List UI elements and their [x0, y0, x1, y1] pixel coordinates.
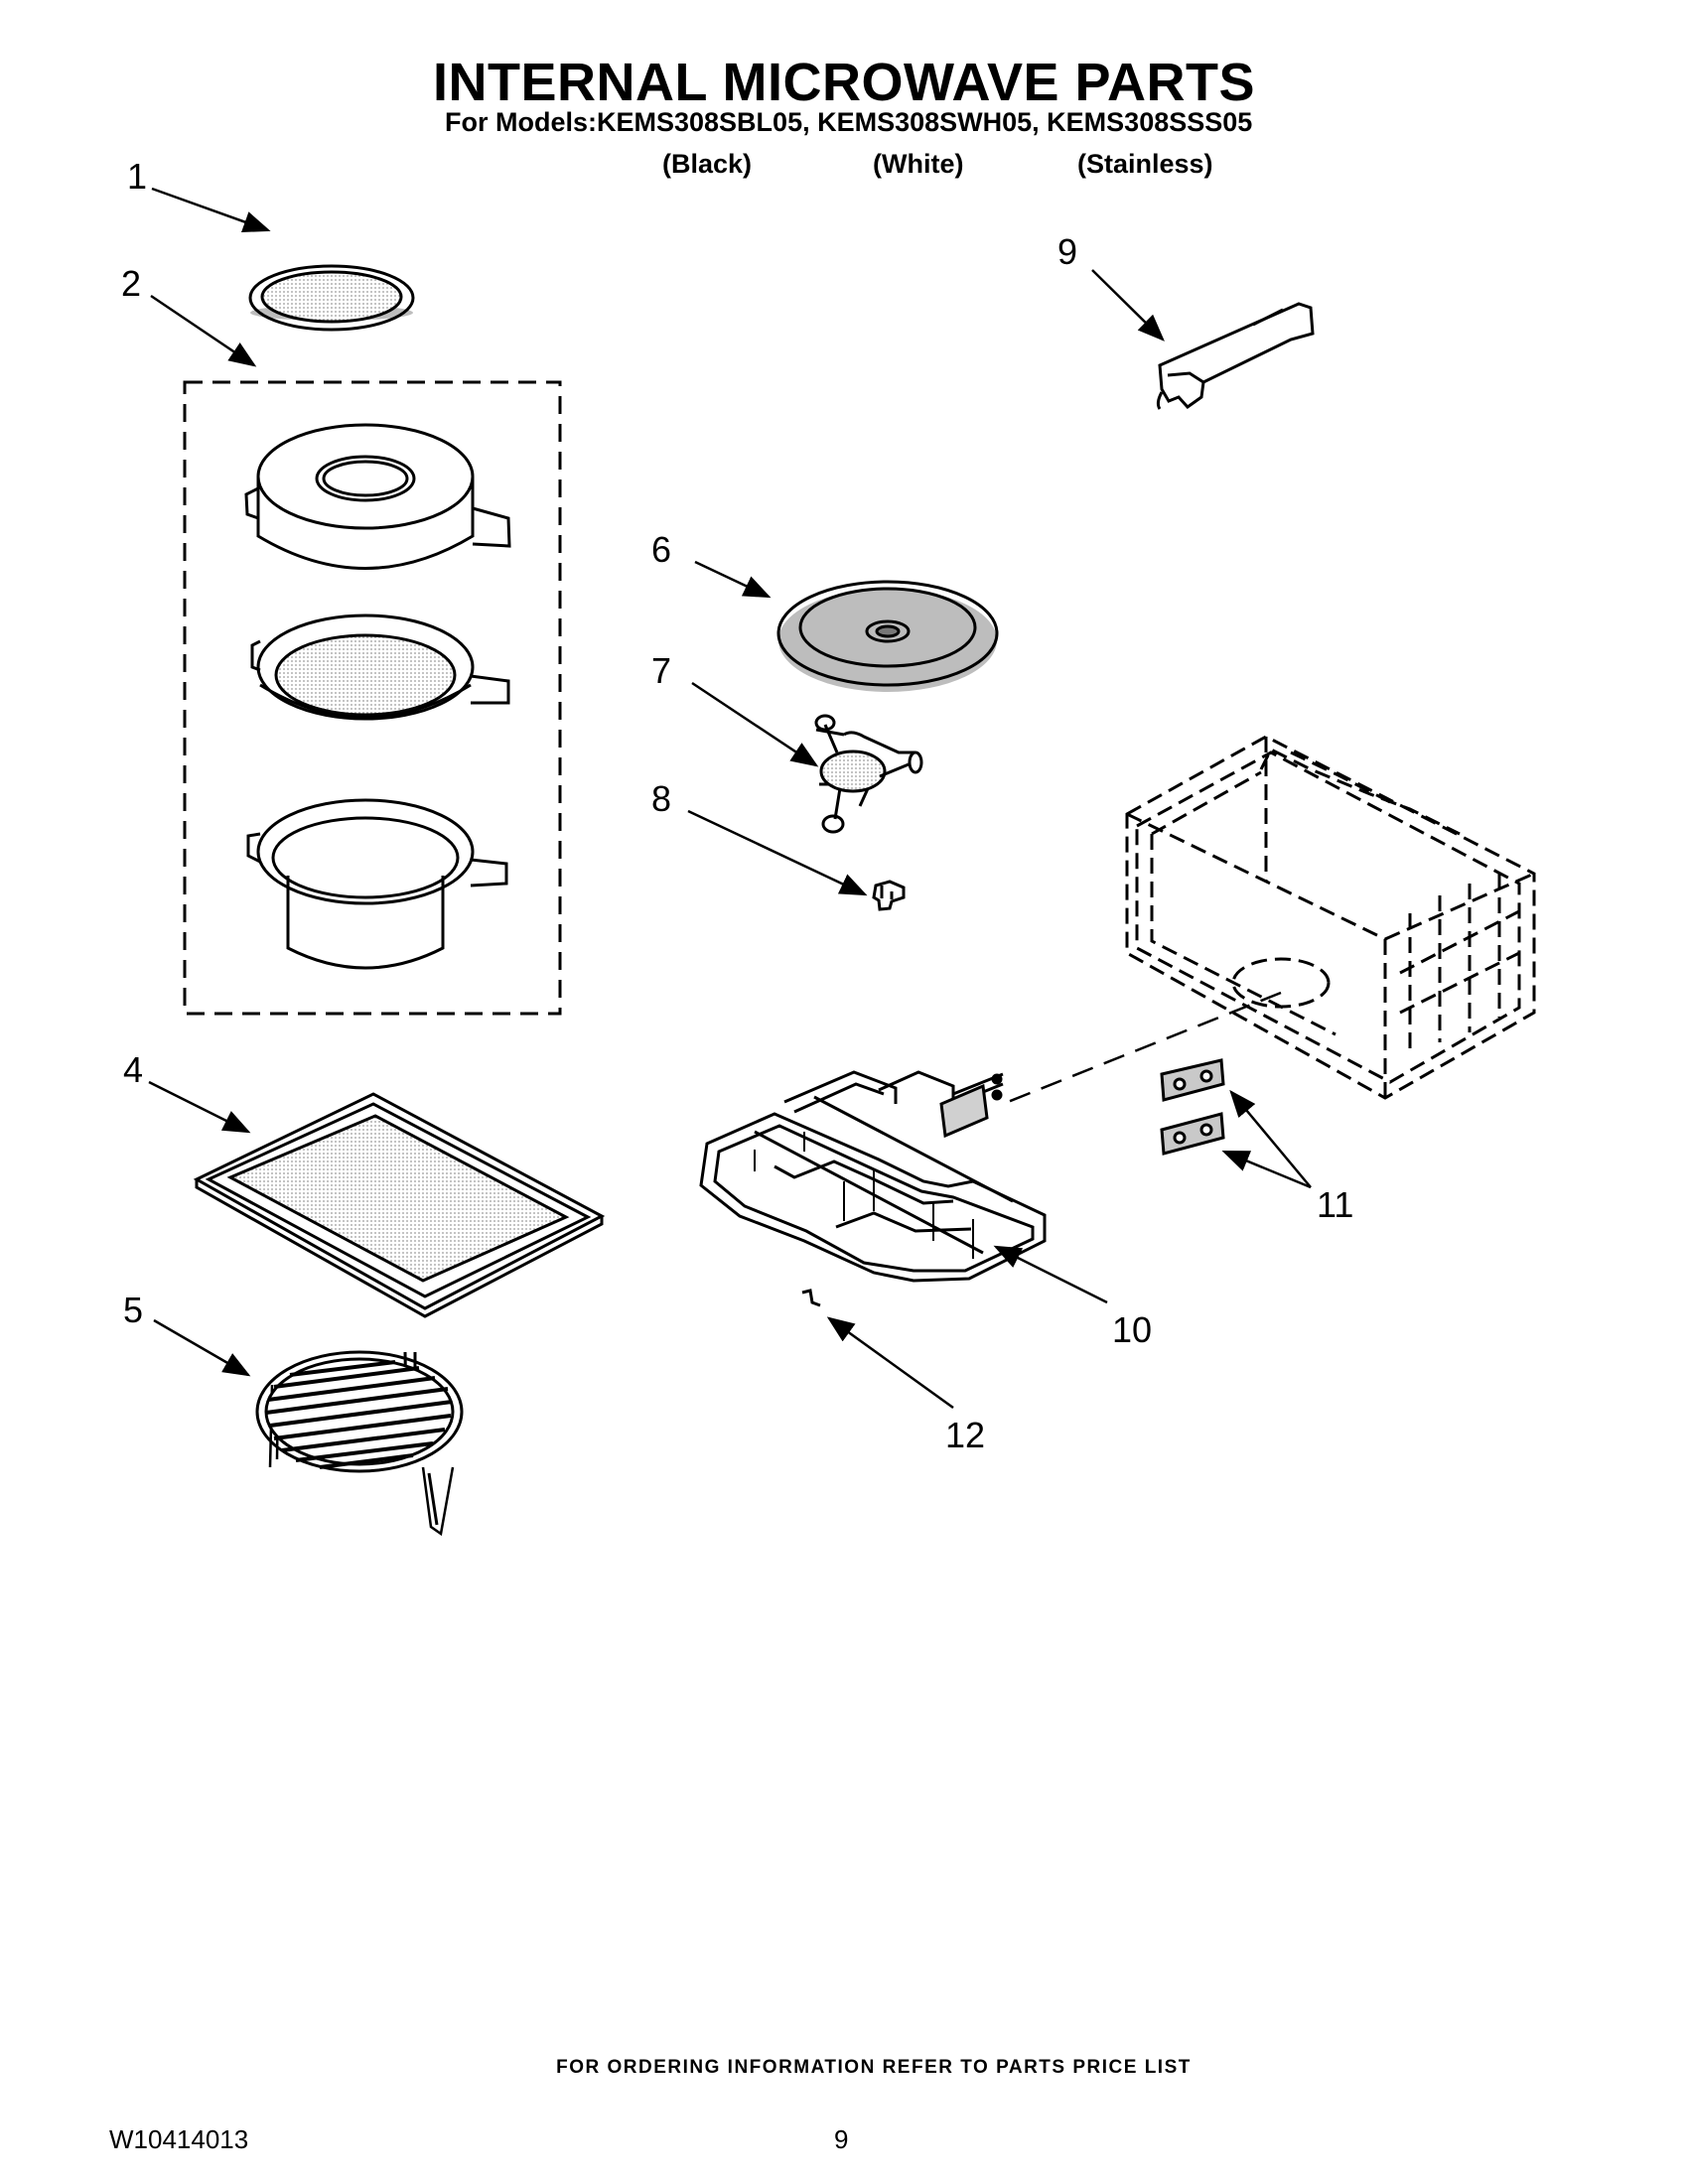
- callout-5: 5: [123, 1290, 143, 1330]
- part-steamer-lid: [248, 264, 415, 332]
- page-number: 9: [834, 2124, 849, 2154]
- model-numbers: For Models:KEMS308SBL05, KEMS308SWH05, K…: [445, 107, 1253, 137]
- leader-arrows: [148, 187, 1312, 1410]
- callout-2: 2: [121, 263, 141, 304]
- document-number: W10414013: [109, 2124, 249, 2154]
- variant-black: (Black): [662, 149, 753, 179]
- callout-1: 1: [127, 156, 147, 197]
- part-turntable: [776, 580, 999, 692]
- callout-7: 7: [651, 650, 671, 691]
- part-heating-element: [699, 1070, 1047, 1283]
- part-roller-support: [814, 714, 923, 834]
- variant-white: (White): [873, 149, 964, 179]
- ordering-note: FOR ORDERING INFORMATION REFER TO PARTS …: [556, 2057, 1192, 2078]
- callout-9: 9: [1057, 231, 1077, 272]
- part-steamer-set: [183, 380, 562, 1016]
- page-title: INTERNAL MICROWAVE PARTS: [432, 53, 1255, 112]
- part-coupler: [872, 880, 906, 911]
- callout-11: 11: [1317, 1184, 1353, 1225]
- part-clip: [801, 1289, 821, 1307]
- callout-6: 6: [651, 529, 671, 570]
- callout-10: 10: [1112, 1309, 1152, 1350]
- part-handle: [1156, 302, 1315, 410]
- part-mica-covers: [1160, 1058, 1225, 1156]
- microwave-cavity: [1125, 735, 1536, 1100]
- callout-4: 4: [123, 1049, 143, 1090]
- callout-12: 12: [945, 1415, 985, 1455]
- part-baking-tray: [193, 1092, 606, 1318]
- variant-stainless: (Stainless): [1077, 149, 1213, 179]
- callout-8: 8: [651, 778, 671, 819]
- callout-numbers: 1 2 4 5 6 7 8 9 10 11 12: [121, 156, 1353, 1455]
- part-grill-rack: [255, 1350, 464, 1537]
